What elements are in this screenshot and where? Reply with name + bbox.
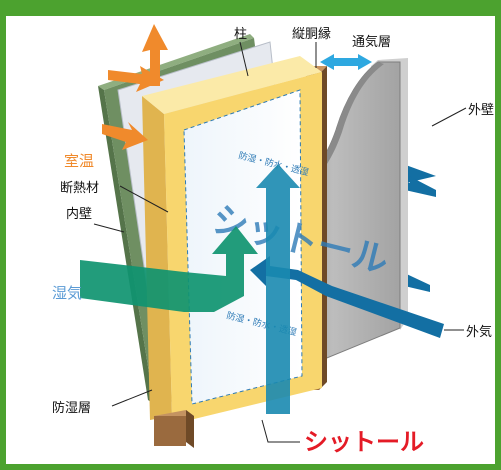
label-vertical-furring: 縦胴縁 — [292, 26, 331, 42]
label-humidity: 湿気 — [52, 284, 82, 302]
label-room-temperature: 室温 — [64, 152, 94, 170]
humidity-arrow — [80, 226, 258, 312]
leader-lines — [93, 41, 467, 443]
vertical-air-arrow — [256, 164, 300, 414]
label-exterior-wall: 外壁 — [468, 103, 494, 118]
label-exterior-air: 外気 — [466, 324, 492, 340]
room-temp-arrow-upper — [108, 66, 164, 92]
label-interior-wall: 内壁 — [66, 206, 92, 222]
pillar-base — [154, 410, 194, 448]
top-green-band — [0, 0, 501, 16]
room-temp-arrow-lower — [102, 122, 148, 150]
room-temperature-arrows — [102, 24, 168, 150]
label-ventilation-layer: 通気層 — [352, 34, 391, 50]
label-vapor-barrier: 防湿層 — [52, 400, 91, 416]
label-pillar: 柱 — [234, 27, 247, 42]
exterior-air-main-arrow — [250, 256, 444, 338]
label-product-name: シットール — [304, 428, 424, 456]
room-temp-arrow-up — [142, 24, 168, 86]
label-insulation: 断熱材 — [60, 181, 99, 196]
exterior-wall-shadow-edge — [288, 62, 384, 199]
ventilation-layer-arrow — [320, 54, 372, 70]
